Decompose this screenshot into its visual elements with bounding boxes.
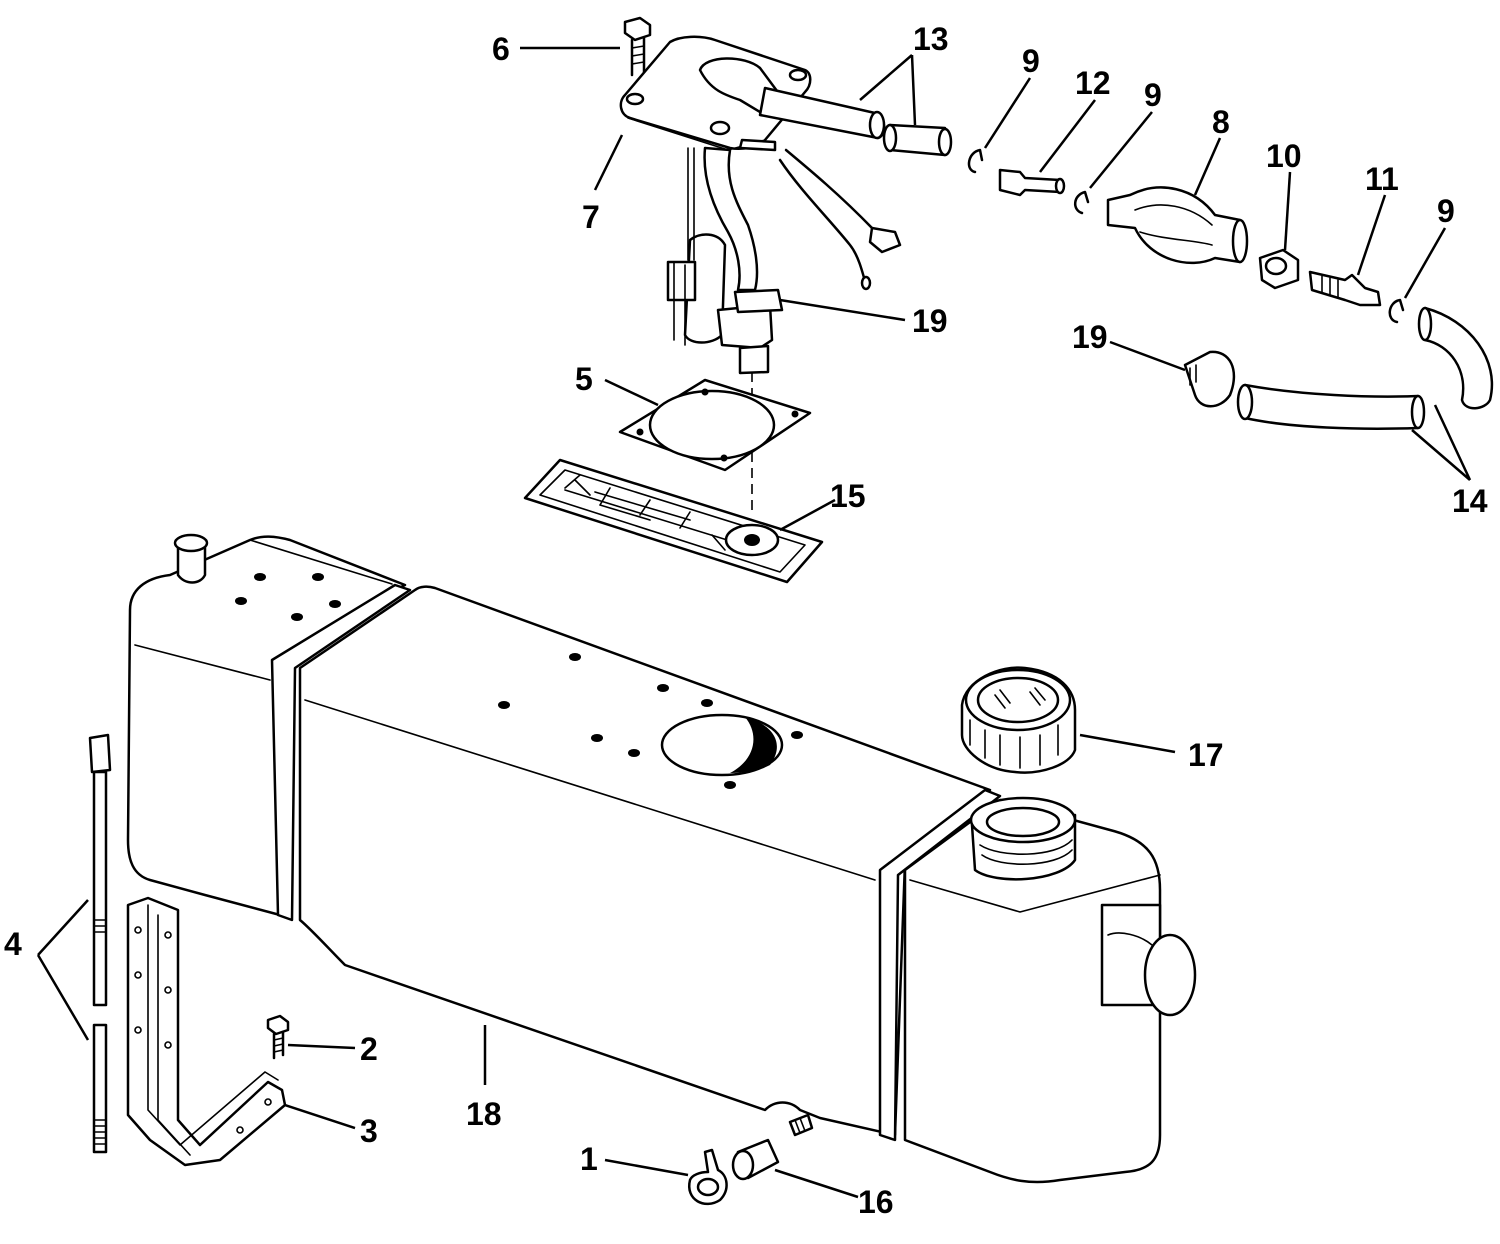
- callout-8: 8: [1212, 104, 1230, 140]
- callout-13: 13: [913, 21, 949, 57]
- fuel-tank: [126, 533, 1197, 1184]
- fuel-cap: [960, 666, 1077, 774]
- baffle-plate: [523, 458, 824, 584]
- hose-clamp-19-right: [1183, 350, 1236, 408]
- hose-segment-13: [882, 123, 953, 157]
- fuel-pickup-assembly: [619, 35, 902, 515]
- screw-2: [266, 1014, 290, 1060]
- callout-1: 1: [580, 1141, 598, 1177]
- tank-top-holes-center: [498, 653, 803, 789]
- clamp-1: [687, 1148, 728, 1206]
- tank-top-holes-left: [235, 573, 341, 621]
- hose-clip-9c: [1388, 298, 1405, 324]
- sender-gasket: [618, 378, 812, 472]
- tank-side-fitting: [1100, 903, 1197, 1017]
- connector-12: [998, 168, 1066, 197]
- fitting-nut-10: [1258, 248, 1300, 290]
- callout-14: 14: [1452, 483, 1488, 519]
- tank-bracket: [126, 896, 287, 1167]
- callout-17: 17: [1188, 737, 1224, 773]
- callout-11: 11: [1365, 161, 1399, 197]
- callout-9-first: 9: [1022, 43, 1040, 79]
- callout-9-third: 9: [1437, 193, 1455, 229]
- tank-drain-fitting: [788, 1113, 814, 1137]
- bolt-6: [623, 16, 652, 77]
- callout-3: 3: [360, 1113, 378, 1149]
- callout-2: 2: [360, 1031, 378, 1067]
- hose-clip-9a: [967, 148, 984, 174]
- primer-bulb: [1106, 186, 1249, 265]
- fuel-hose-14: [1236, 306, 1494, 430]
- callout-6: 6: [492, 31, 510, 67]
- callout-16: 16: [858, 1184, 894, 1220]
- callout-19-left: 19: [912, 303, 948, 339]
- callout-10: 10: [1266, 138, 1302, 174]
- tank-sender-opening: [660, 713, 784, 777]
- leader-lines: [36, 46, 1472, 1199]
- callout-4: 4: [4, 926, 22, 962]
- tank-fill-neck: [969, 796, 1077, 881]
- callout-19-right: 19: [1072, 319, 1108, 355]
- hold-down-strap: [88, 733, 112, 1154]
- connector-11: [1308, 270, 1382, 307]
- callout-18: 18: [466, 1096, 502, 1132]
- callout-labels: 6 7 13 9 12 9 8 10 11 9 14 19 19 5 15 17…: [4, 21, 1488, 1220]
- callout-12: 12: [1075, 65, 1111, 101]
- hose-clip-9b: [1074, 190, 1090, 215]
- callout-7: 7: [582, 199, 600, 235]
- callout-15: 15: [830, 478, 866, 514]
- drain-cap-16: [731, 1138, 780, 1181]
- callout-5: 5: [575, 361, 593, 397]
- callout-9-second: 9: [1144, 77, 1162, 113]
